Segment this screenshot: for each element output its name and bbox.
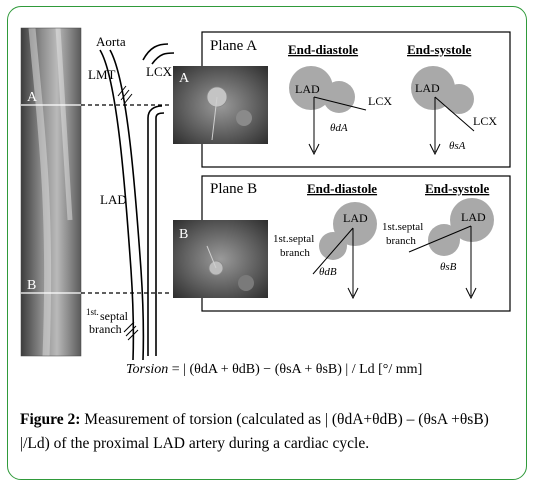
panel-b-systole-header: End-systole: [425, 181, 490, 196]
label-septal: septal: [100, 309, 129, 323]
label-branch: branch: [89, 322, 122, 336]
panel-b-diastole-septal-1: 1st.septal: [273, 233, 314, 245]
level-label-b: B: [27, 278, 36, 293]
caption-label: Figure 2:: [20, 411, 81, 428]
panel-a-diastole-angle: θdA: [330, 122, 348, 134]
panel-a-systole-header: End-systole: [407, 42, 472, 57]
angiogram-image: [20, 27, 82, 357]
figure-caption: Figure 2: Measurement of torsion (calcul…: [20, 408, 520, 456]
panel-b-systole-blob: [428, 198, 494, 256]
inset-image-a: [173, 66, 268, 144]
panel-b-systole-angle: θsB: [440, 261, 457, 273]
panel-a-systole-angle: θsA: [449, 140, 466, 152]
panel-b-systole-lad: LAD: [461, 210, 486, 224]
torsion-formula: Torsion = | (θdA + θdB) − (θsA + θsB) | …: [126, 362, 422, 377]
inset-image-b: [173, 220, 268, 298]
panel-a-systole-lcx: LCX: [473, 114, 497, 128]
formula-lhs: Torsion: [126, 362, 168, 377]
panel-a-diastole-header: End-diastole: [288, 42, 358, 57]
panel-b-diastole-blob: [319, 202, 377, 260]
figure-illustration: A B Aorta LMT LCX LAD 1st. septal branch…: [20, 27, 511, 377]
panel-b-systole-septal-2: branch: [386, 235, 416, 247]
panel-b-diastole-header: End-diastole: [307, 181, 377, 196]
plane-a-title: Plane A: [210, 38, 257, 54]
label-lcx: LCX: [146, 64, 173, 79]
label-aorta: Aorta: [96, 34, 126, 49]
panel-a-diastole-lad: LAD: [295, 82, 320, 96]
panel-a-systole-blob: [411, 66, 474, 114]
level-label-a: A: [27, 90, 38, 105]
inset-label-b: B: [179, 227, 188, 242]
panel-a-diastole-lcx: LCX: [368, 94, 392, 108]
panel-b-systole-septal-1: 1st.septal: [382, 221, 423, 233]
caption-text: Measurement of torsion (calculated as | …: [20, 411, 489, 452]
panel-b-diastole-septal-2: branch: [280, 247, 310, 259]
inset-label-a: A: [179, 71, 190, 86]
label-lmt: LMT: [88, 67, 116, 82]
formula-rhs: = | (θdA + θdB) − (θsA + θsB) | / Ld [°/…: [168, 362, 422, 377]
label-lad: LAD: [100, 192, 127, 207]
label-septal-sup: 1st.: [86, 307, 99, 317]
panel-b-diastole-angle: θdB: [319, 266, 337, 278]
vessel-schematic: [99, 43, 175, 361]
plane-b-title: Plane B: [210, 181, 257, 197]
panel-b-diastole-lad: LAD: [343, 211, 368, 225]
panel-a-systole-lad: LAD: [415, 81, 440, 95]
